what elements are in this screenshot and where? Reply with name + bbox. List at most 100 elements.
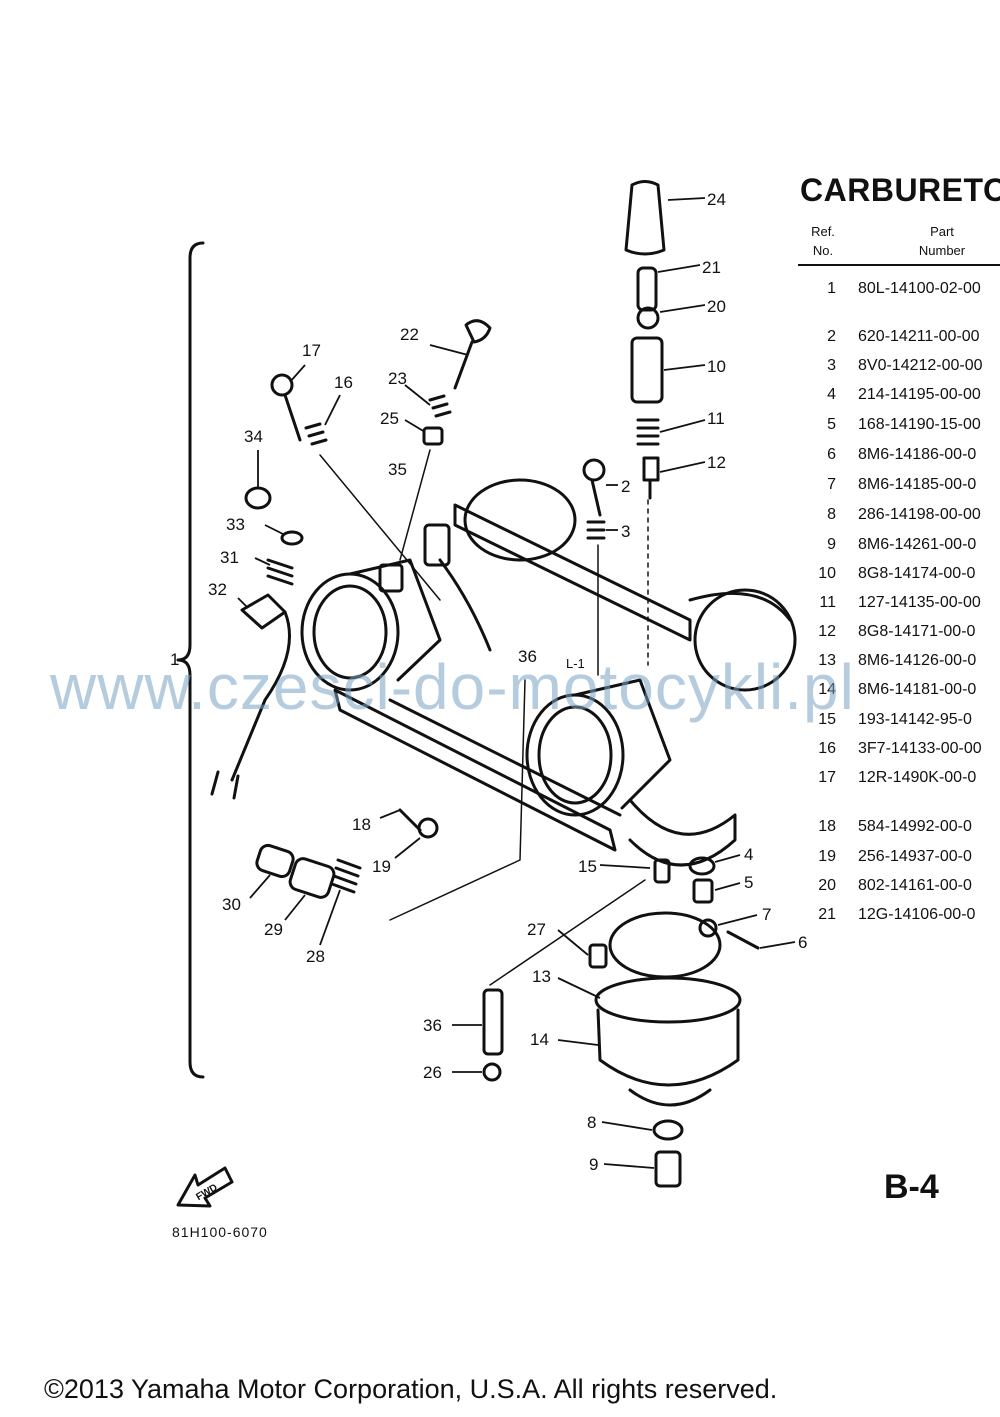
callout-19: 19 — [372, 857, 391, 876]
part-number: 8V0-14212-00-00 — [858, 357, 983, 374]
left-bore-inner — [312, 584, 388, 680]
callout-17: 17 — [302, 341, 321, 360]
part-number: 127-14135-00-00 — [858, 594, 981, 611]
part-ref-no: 7 — [827, 476, 836, 493]
page-title: CARBURETO — [800, 172, 1000, 208]
part-ref-no: 8 — [827, 506, 836, 523]
header-rule — [798, 264, 1000, 266]
callout-4: 4 — [744, 845, 753, 864]
part-number: 12G-14106-00-0 — [858, 906, 976, 923]
assembly-bracket — [176, 241, 205, 1079]
copyright: ©2013 Yamaha Motor Corporation, U.S.A. A… — [44, 1374, 778, 1404]
part-ref-no: 3 — [827, 357, 836, 374]
callout-14: 14 — [530, 1030, 549, 1049]
part-ref-no: 15 — [818, 711, 836, 728]
callout-26: 26 — [423, 1063, 442, 1082]
callout-23: 23 — [388, 369, 407, 388]
right-bore-outer — [525, 693, 625, 817]
callout-35: 35 — [388, 460, 407, 479]
part-number: 286-14198-00-00 — [858, 506, 981, 523]
part-number: 8G8-14171-00-0 — [858, 623, 976, 640]
part-number: 584-14992-00-0 — [858, 818, 972, 835]
callout-l1: L-1 — [566, 656, 585, 671]
callout-6: 6 — [798, 933, 807, 952]
callout-27: 27 — [527, 920, 546, 939]
top-rail — [453, 503, 692, 642]
part-ref-no: 10 — [818, 565, 836, 582]
callout-15: 15 — [578, 857, 597, 876]
part-number: 802-14161-00-0 — [858, 877, 972, 894]
callout-34: 34 — [244, 427, 263, 446]
callout-12: 12 — [707, 453, 726, 472]
callout-31: 31 — [220, 548, 239, 567]
part-ref-no: 19 — [818, 848, 836, 865]
part-number: 193-14142-95-0 — [858, 711, 972, 728]
callout-13: 13 — [532, 967, 551, 986]
part-number: 8M6-14181-00-0 — [858, 681, 977, 698]
part-ref-no: 20 — [818, 877, 836, 894]
part-ref-no: 2 — [827, 328, 836, 345]
part-ref-no: 14 — [818, 681, 836, 698]
right-bore-inner — [537, 705, 613, 805]
part-ref-no: 21 — [818, 906, 836, 923]
left-drum — [463, 478, 577, 562]
parts-table: 1 80L-14100-02-00 2 620-14211-00-00 3 8V0-142… — [810, 0, 1000, 1000]
part-number: 3F7-14133-00-00 — [858, 740, 982, 757]
callout-28: 28 — [306, 947, 325, 966]
callout-3: 3 — [621, 522, 630, 541]
part-ref-no: 6 — [827, 446, 836, 463]
part-ref-no: 4 — [827, 386, 836, 403]
part-ref-no: 17 — [818, 769, 836, 786]
callout-25: 25 — [380, 409, 399, 428]
part-ref-no: 18 — [818, 818, 836, 835]
callout-33: 33 — [226, 515, 245, 534]
part-number: 12R-1490K-00-0 — [858, 769, 977, 786]
callout-30: 30 — [222, 895, 241, 914]
callout-29: 29 — [264, 920, 283, 939]
cap-24 — [624, 180, 666, 256]
part-ref-no: 5 — [827, 416, 836, 433]
spring-11 — [636, 418, 660, 446]
part-ref-no: 12 — [818, 623, 836, 640]
fwd-arrow-icon — [176, 1166, 234, 1208]
callout-10: 10 — [707, 357, 726, 376]
callout-24: 24 — [707, 190, 726, 209]
part-ref-no: 9 — [827, 536, 836, 553]
callout-5: 5 — [744, 873, 753, 892]
ref-no-header-text: Ref.No. — [811, 224, 835, 258]
valve-21 — [636, 266, 658, 312]
part-number: 80L-14100-02-00 — [858, 280, 981, 297]
part-ref-no: 11 — [819, 594, 836, 611]
callout-7: 7 — [762, 905, 771, 924]
bottom-rail — [333, 688, 617, 852]
callout-11: 11 — [707, 409, 725, 428]
drawing-code: 81H100-6070 — [172, 1224, 268, 1240]
ref-no-header: Ref.No. — [806, 222, 840, 260]
callout-16: 16 — [334, 373, 353, 392]
callout-1: 1 — [170, 650, 179, 669]
callout-2: 2 — [621, 477, 630, 496]
part-number: 214-14195-00-00 — [858, 386, 981, 403]
part-number: 8M6-14261-00-0 — [858, 536, 977, 553]
part-ref-no: 13 — [818, 652, 836, 669]
part-number: 256-14937-00-0 — [858, 848, 972, 865]
gasket-13 — [594, 976, 742, 1024]
callout-36-upper: 36 — [518, 647, 537, 666]
callout-22: 22 — [400, 325, 419, 344]
bowl-14 — [596, 1008, 740, 1087]
callout-20: 20 — [707, 297, 726, 316]
lower-rail — [388, 698, 622, 817]
jet-10 — [630, 336, 664, 404]
callout-9: 9 — [589, 1155, 598, 1174]
part-number: 8M6-14126-00-0 — [858, 652, 977, 669]
main-jet-36 — [482, 988, 504, 1056]
part-number: 620-14211-00-00 — [858, 328, 980, 345]
right-drum — [693, 588, 797, 692]
needle-12 — [642, 456, 660, 500]
part-ref-no: 1 — [827, 280, 836, 297]
callout-36-lower: 36 — [423, 1016, 442, 1035]
part-number: 168-14190-15-00 — [858, 416, 981, 433]
